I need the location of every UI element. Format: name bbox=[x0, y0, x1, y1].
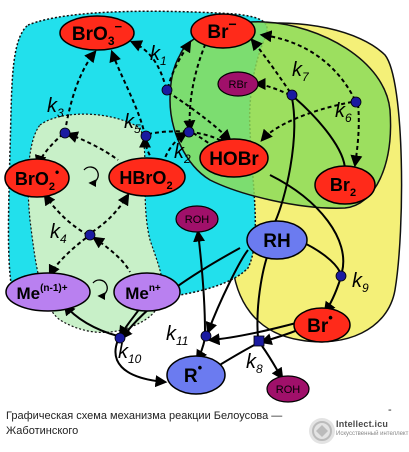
svg-text:HBrO2: HBrO2 bbox=[119, 168, 172, 192]
watermark-logo-icon bbox=[309, 418, 335, 444]
arc-k11-rh bbox=[205, 249, 249, 335]
label-k10: k10 bbox=[118, 341, 142, 366]
arc-k2-hbro2 bbox=[164, 131, 189, 159]
svg-text:BrO3−: BrO3− bbox=[72, 19, 123, 48]
arc-k7-rh bbox=[274, 97, 296, 223]
junction-dot-k4 bbox=[84, 229, 96, 241]
label-k2: k2 bbox=[174, 141, 191, 166]
junction-dot-k1 bbox=[161, 84, 173, 96]
arc-k1-hobr bbox=[167, 91, 232, 142]
arc-k3-hbro2 bbox=[65, 131, 119, 161]
junction-dot-k5 bbox=[140, 130, 152, 142]
label-k4: k4 bbox=[50, 221, 67, 246]
svg-text:ROH: ROH bbox=[276, 384, 301, 396]
arc-k7-br bbox=[250, 38, 291, 93]
junction-dot-k6 bbox=[350, 96, 362, 108]
node-br2: Br2 bbox=[314, 165, 376, 205]
node-rh: RH bbox=[246, 220, 308, 260]
arc-k2-br bbox=[183, 44, 206, 133]
junction-square-k8 bbox=[253, 335, 265, 347]
arc-k4-me-high bbox=[92, 236, 131, 273]
node-hobr: HOBr bbox=[199, 138, 269, 178]
junction-dot-k9 bbox=[335, 270, 347, 282]
svg-text:Br2: Br2 bbox=[330, 175, 356, 199]
arc-k9-hobr bbox=[269, 174, 345, 273]
label-k11: k11 bbox=[166, 323, 188, 348]
svg-text:RBr: RBr bbox=[229, 79, 248, 91]
label-k8: k8 bbox=[246, 351, 263, 376]
junction-dot-k3 bbox=[59, 127, 71, 139]
arc-k5-bro3 bbox=[109, 49, 146, 137]
arc-k4-me-low bbox=[48, 237, 87, 278]
svg-text:BrO2•: BrO2• bbox=[15, 165, 59, 193]
cycle-icon-upper bbox=[83, 166, 99, 188]
node-rbr: RBr bbox=[217, 71, 259, 97]
arc-k4-bro2 bbox=[43, 193, 89, 236]
svg-text:HOBr: HOBr bbox=[209, 149, 259, 170]
junction-dot-k10 bbox=[114, 332, 126, 344]
label-k3: k3 bbox=[47, 95, 64, 120]
svg-text:Me(n-1)+: Me(n-1)+ bbox=[16, 283, 67, 303]
label-k1: k1 bbox=[150, 43, 167, 68]
node-bro2-radical: BrO2• bbox=[4, 158, 70, 198]
node-r-radical: R• bbox=[166, 355, 226, 395]
svg-text:Men+: Men+ bbox=[125, 283, 161, 303]
figure-caption: Графическая схема механизма реакции Бело… bbox=[6, 409, 306, 439]
junction-dot-k7 bbox=[286, 89, 298, 101]
node-me-high: Men+ bbox=[113, 272, 181, 312]
arc-k10-r bbox=[114, 339, 168, 388]
junction-dot-k11 bbox=[200, 330, 212, 342]
arc-k8-roh bbox=[261, 345, 284, 380]
node-roh-bottom: ROH bbox=[266, 375, 310, 403]
node-me-low: Me(n-1)+ bbox=[5, 272, 91, 312]
node-hbro2: HBrO2 bbox=[108, 157, 186, 197]
arc-br-rad-k11 bbox=[207, 321, 301, 346]
label-k7: k7 bbox=[292, 59, 310, 84]
label-k9: k9 bbox=[352, 270, 369, 295]
cycle-icon-lower bbox=[92, 279, 108, 301]
arc-k7-rbr bbox=[253, 78, 291, 96]
arc-k11-roh bbox=[193, 229, 206, 333]
node-br-minus: Br− bbox=[190, 13, 256, 49]
watermark-dash: - bbox=[388, 404, 392, 416]
arc-k6-br2 bbox=[350, 103, 363, 168]
label-k6: k6 bbox=[335, 100, 352, 125]
node-roh-top: ROH bbox=[175, 205, 219, 233]
watermark-subtitle: Искусственный интеллект bbox=[336, 431, 409, 437]
svg-text:RH: RH bbox=[263, 231, 290, 252]
svg-text:Br−: Br− bbox=[207, 16, 236, 43]
svg-text:R•: R• bbox=[184, 360, 203, 387]
arc-k7-br2 bbox=[294, 97, 346, 171]
arc-k2-hobr bbox=[192, 132, 225, 154]
svg-text:ROH: ROH bbox=[185, 214, 210, 226]
svg-text:Br•: Br• bbox=[307, 310, 333, 337]
arc-k3-bro3 bbox=[64, 50, 97, 133]
arc-k6-hobr bbox=[260, 101, 353, 142]
figure-caption-text: Графическая схема механизма реакции Бело… bbox=[6, 410, 283, 437]
bz-reaction-diagram: BrO3− Br− RBr BrO2• HBrO2 HOBr Br2 ROH bbox=[4, 10, 403, 403]
junction-dot-k2 bbox=[183, 126, 195, 138]
label-k5: k5 bbox=[124, 111, 141, 136]
watermark-title: Intellect.icu bbox=[336, 419, 389, 429]
node-br-radical: Br• bbox=[293, 307, 351, 343]
arc-k6-br bbox=[259, 30, 356, 101]
node-bro3: BrO3− bbox=[59, 15, 135, 51]
